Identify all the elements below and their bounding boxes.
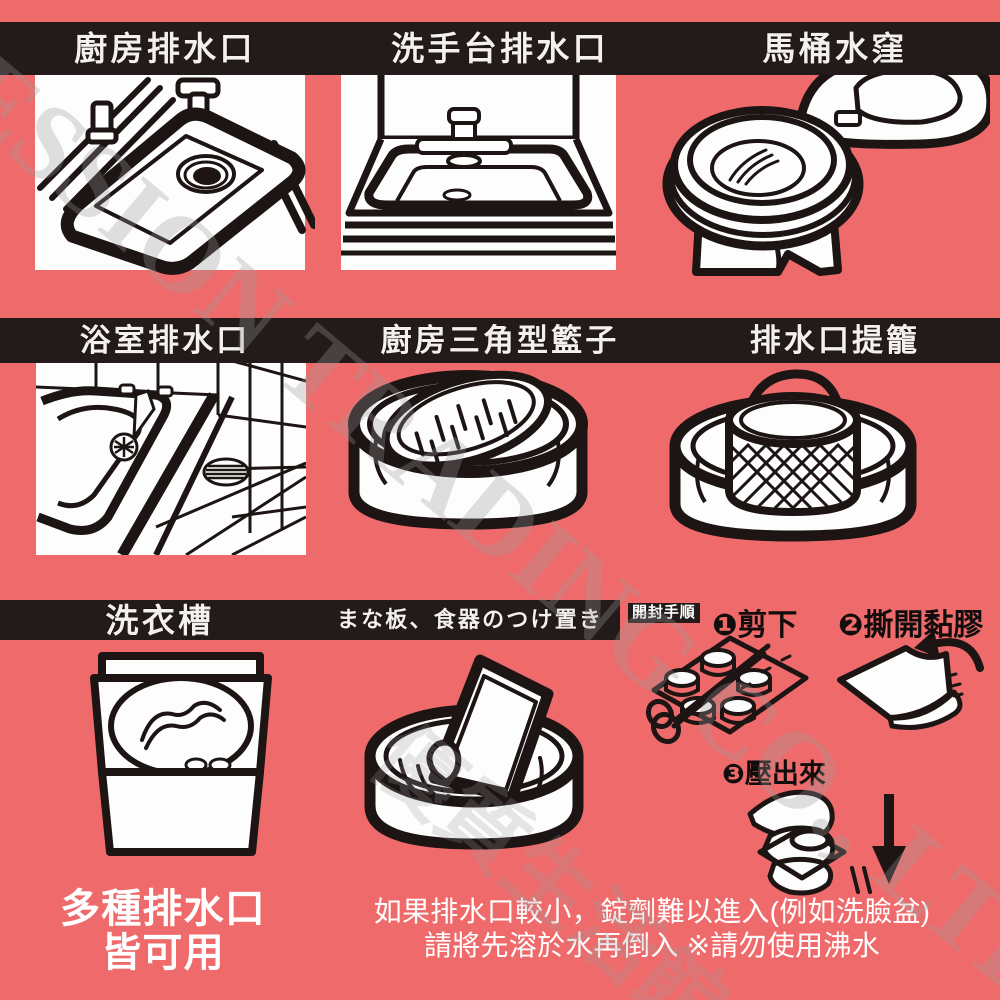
step-1-label: ❶剪下: [712, 600, 797, 644]
title-kitchen-drain: 廚房排水口: [74, 30, 256, 67]
title-triangle-basket: 廚房三角型籃子: [380, 323, 620, 358]
footer-note-line-2: 請將先溶於水再倒入 ※請勿使用沸水: [423, 930, 880, 962]
drain-strainer-illustration: [665, 360, 923, 565]
press-out-illustration: [740, 780, 940, 910]
soaking-basin-illustration: [352, 648, 597, 868]
step-2-number: ❷: [838, 609, 864, 642]
footer-note-line-1: 如果排水口較小，錠劑難以進入(例如洗臉盆): [373, 896, 931, 927]
triangle-basket-illustration: [340, 362, 602, 562]
title-washbasin-drain: 洗手台排水口: [391, 30, 609, 67]
title-drain-strainer: 排水口提籠: [749, 323, 921, 358]
footer-note: 如果排水口較小，錠劑難以進入(例如洗臉盆) 請將先溶於水再倒入 ※請勿使用沸水: [312, 895, 992, 963]
title-toilet-pool: 馬桶水窪: [762, 30, 908, 67]
footer-headline-line-1: 多種排水口: [60, 887, 266, 931]
washbasin-illustration: [341, 73, 616, 270]
step-2-text: 撕開黏膠: [863, 609, 984, 642]
step-3-text: 壓出來: [744, 759, 826, 789]
title-washing-tub: 洗衣槽: [105, 601, 215, 639]
step-2-label: ❷撕開黏膠: [838, 600, 983, 644]
peel-seal-illustration: [830, 628, 990, 748]
row-3-title-band: 洗衣槽 まな板、食器のつけ置き: [0, 600, 620, 640]
step-3-number: ❸: [722, 759, 745, 789]
step-1-number: ❶: [712, 609, 738, 642]
kitchen-sink-illustration: [30, 70, 315, 275]
opening-steps-badge: 開封手順: [628, 603, 700, 623]
title-bathroom-drain: 浴室排水口: [79, 323, 251, 358]
bathroom-drain-illustration: [36, 357, 306, 555]
row-1-title-band: 廚房排水口 洗手台排水口 馬桶水窪: [0, 22, 1000, 75]
footer-headline: 多種排水口 皆可用: [18, 888, 308, 975]
washing-machine-illustration: [86, 648, 276, 863]
toilet-illustration: [660, 72, 990, 287]
footer-headline-line-2: 皆可用: [101, 931, 225, 976]
row-2-title-band: 浴室排水口 廚房三角型籃子 排水口提籠: [0, 318, 1000, 363]
step-3-label: ❸壓出來: [722, 752, 826, 791]
scissors-cut-illustration: [638, 632, 818, 752]
step-1-text: 剪下: [737, 609, 798, 642]
title-soaking: まな板、食器のつけ置き: [336, 607, 604, 632]
